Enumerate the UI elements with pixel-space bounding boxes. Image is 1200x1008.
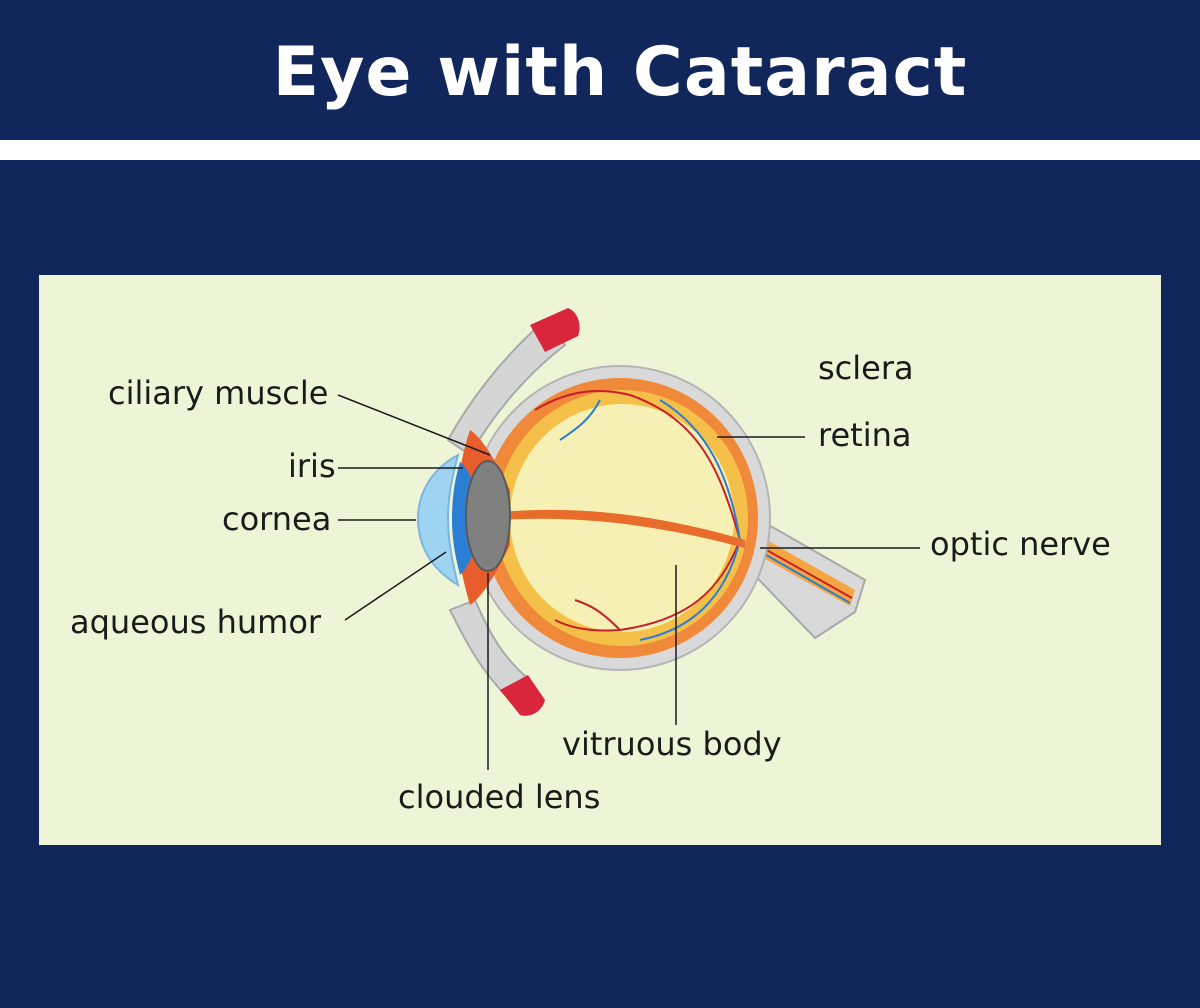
label-optic-nerve: optic nerve	[930, 525, 1111, 563]
title-divider	[0, 140, 1200, 160]
label-vitruous-body: vitruous body	[562, 725, 782, 763]
blood-vessels	[534, 389, 741, 641]
label-retina: retina	[818, 416, 911, 454]
label-clouded-lens: clouded lens	[398, 778, 600, 816]
title-bar: Eye with Cataract	[0, 0, 1200, 140]
cornea-shape	[416, 453, 460, 588]
lower-eye-muscle	[448, 598, 545, 716]
label-aqueous-humor: aqueous humor	[70, 603, 322, 641]
label-ciliary-muscle: ciliary muscle	[108, 374, 328, 412]
label-iris: iris	[288, 447, 336, 485]
central-retinal-vessel	[500, 509, 745, 548]
upper-eye-muscle	[446, 308, 580, 457]
leader-aqueous-humor	[344, 551, 447, 621]
leader-ciliary-muscle	[337, 394, 491, 456]
label-cornea: cornea	[222, 500, 331, 538]
label-sclera: sclera	[818, 349, 914, 387]
clouded-lens-shape	[465, 460, 511, 572]
page-title: Eye with Cataract	[272, 33, 968, 112]
leader-lines	[337, 394, 920, 770]
